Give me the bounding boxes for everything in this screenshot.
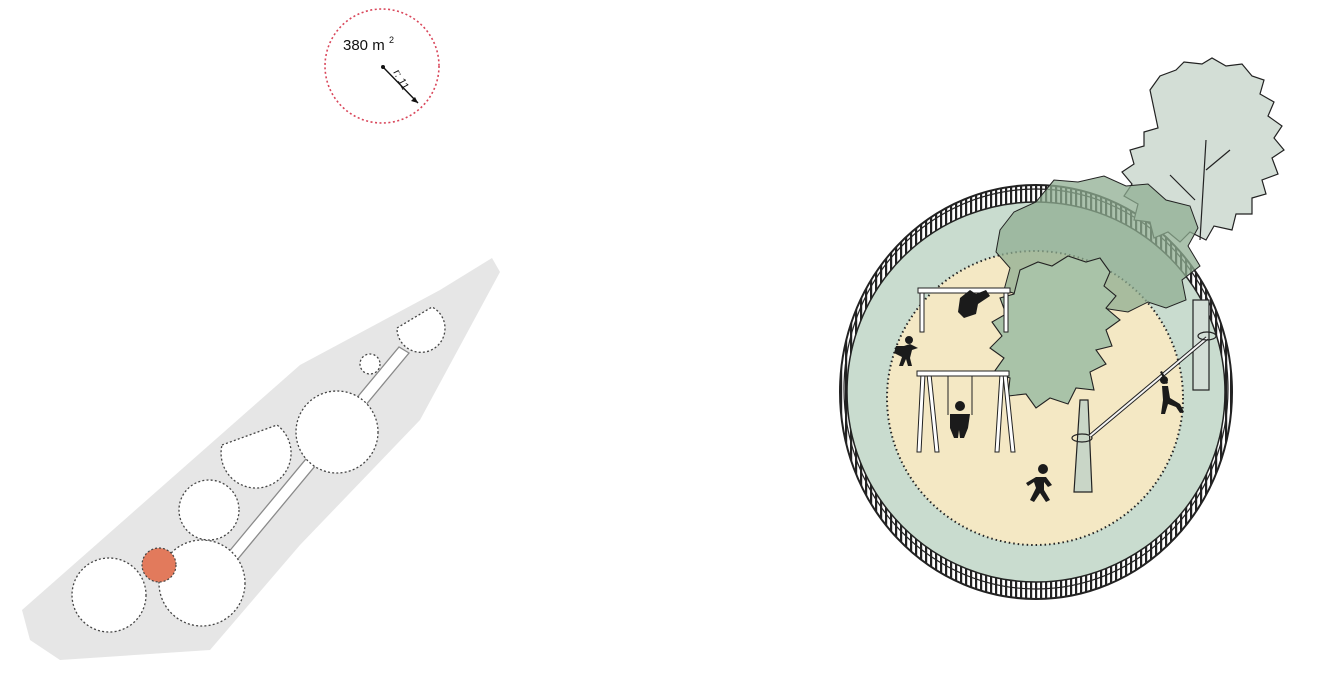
- area-badge: 380 m 2 r: 11: [324, 8, 440, 124]
- plot-circle: [71, 557, 147, 633]
- tree-branches: [1169, 139, 1231, 241]
- zipline-top-ring: [1197, 331, 1217, 341]
- swing-post: [1003, 289, 1009, 333]
- tree-canopy-back: [1121, 57, 1285, 243]
- tree-canopy-front: [989, 255, 1121, 409]
- child-silhouette-icon: [894, 336, 918, 366]
- highlight-plot: [141, 547, 177, 583]
- child-silhouette-icon: [950, 401, 970, 438]
- tree-icon: [989, 255, 1121, 493]
- child-silhouette-icon: [1026, 464, 1052, 502]
- zipline-icon: [1088, 331, 1217, 438]
- plot-circle: [158, 539, 246, 627]
- radius-center-dot: [381, 65, 385, 69]
- swing-beam: [917, 287, 1011, 294]
- tree-trunk: [1073, 399, 1093, 493]
- radius-line: [382, 66, 419, 104]
- plot-circle: [295, 390, 379, 474]
- area-unit: 2: [389, 35, 394, 45]
- zipline-anchor-ring: [1071, 433, 1093, 443]
- radius-arrowhead-icon: [411, 97, 418, 103]
- swing-post: [919, 291, 925, 333]
- area-value: 380 m: [343, 37, 385, 54]
- fence-inner-rim: [843, 188, 1229, 590]
- child-silhouette-icon: [958, 290, 990, 318]
- child-silhouette-icon: [1160, 371, 1184, 414]
- swing-beam: [916, 370, 1010, 377]
- playground-illustration: [839, 57, 1285, 600]
- plot-circle: [178, 479, 240, 541]
- zipline-cable-highlight: [1089, 337, 1208, 437]
- plot-truncated: [396, 306, 446, 353]
- plot-truncated: [220, 424, 292, 489]
- swing-icon: [916, 370, 1016, 453]
- plot-circle: [359, 353, 381, 375]
- swing-icon: [917, 287, 1011, 333]
- site-plan-diagram: [22, 258, 500, 660]
